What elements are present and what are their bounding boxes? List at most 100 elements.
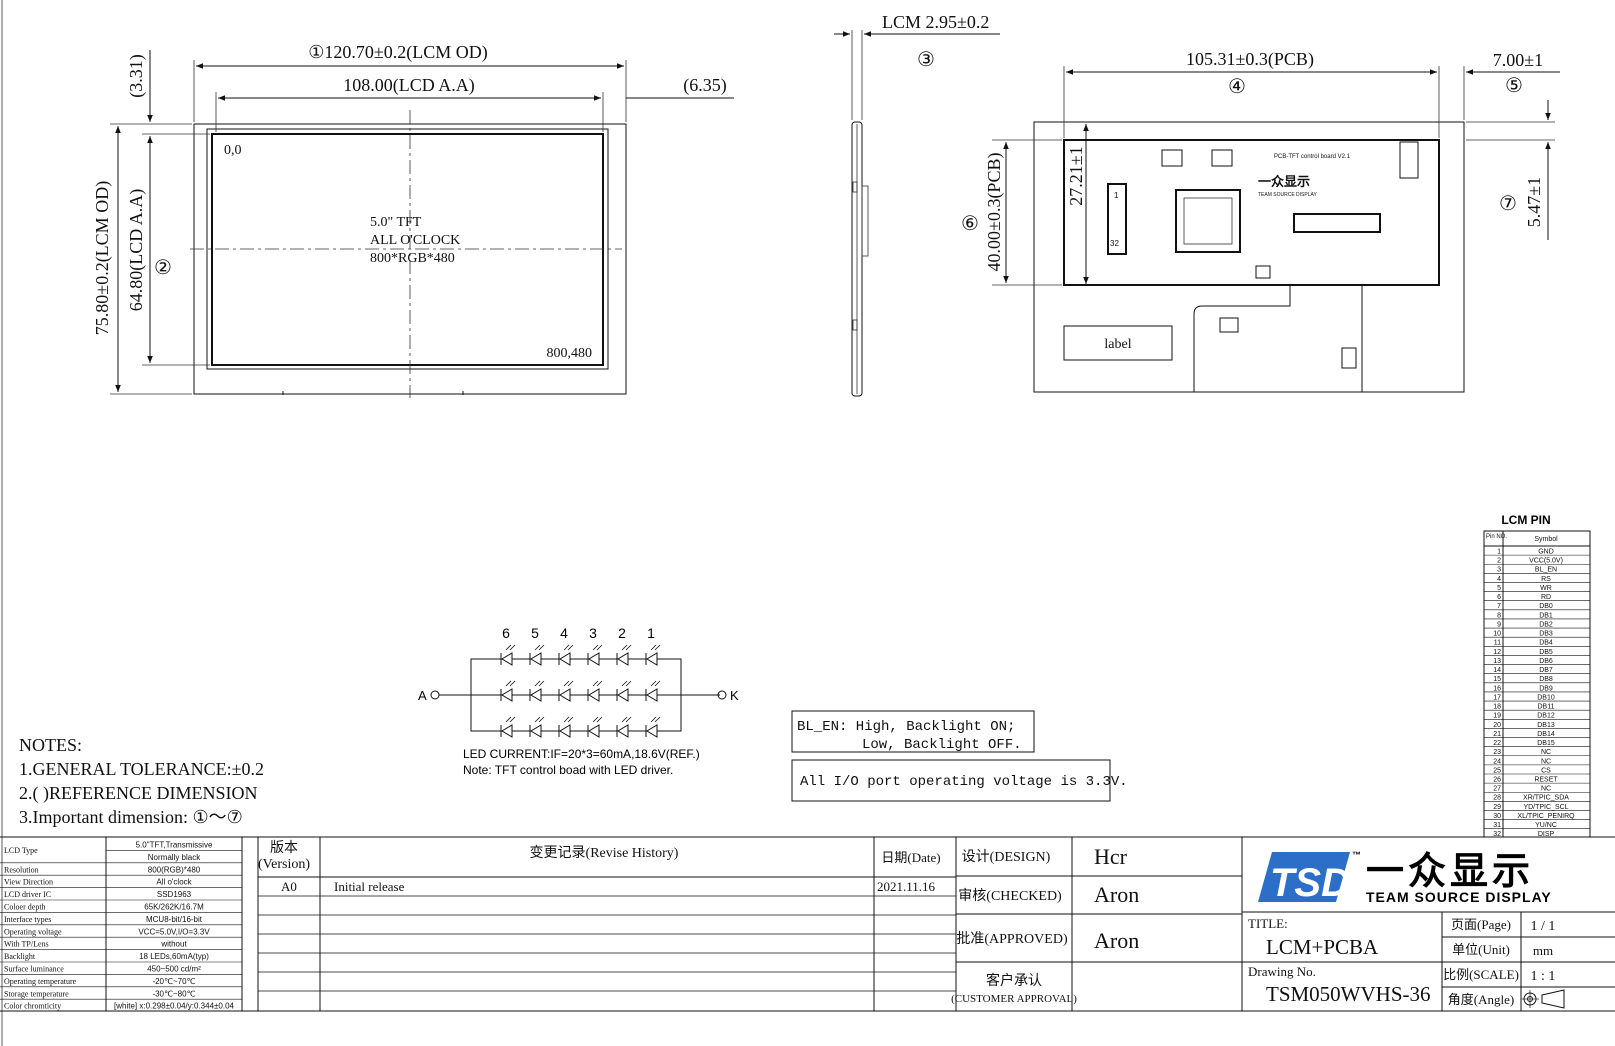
pin-header-no: Pin NO. xyxy=(1486,534,1507,540)
anode-label: A xyxy=(418,688,427,703)
pin-symbol: DB7 xyxy=(1539,667,1553,674)
marker-4: ④ xyxy=(1228,76,1246,98)
pin-symbol: DB1 xyxy=(1539,612,1553,619)
spec-value: without xyxy=(160,940,187,949)
pin-number: 2 xyxy=(1497,558,1501,565)
pin-number: 1 xyxy=(1497,549,1501,556)
spec-value: 18 LEDs,60mA(typ) xyxy=(139,952,209,961)
marker-6: ⑥ xyxy=(961,213,979,235)
pin-symbol: XR/TPIC_SDA xyxy=(1523,795,1569,802)
rev-history-header: 变更记录(Revise History) xyxy=(530,845,679,861)
led-diode xyxy=(529,644,545,666)
pin-number: 22 xyxy=(1493,740,1501,747)
page-value: 1 / 1 xyxy=(1531,919,1556,934)
spec-value: Normally black xyxy=(148,853,201,862)
spec-value: -30℃~80℃ xyxy=(152,989,195,998)
pin-symbol: NC xyxy=(1541,758,1551,765)
angle-label: 角度(Angle) xyxy=(1448,992,1514,1007)
pin-symbol: VCC(5.0V) xyxy=(1529,558,1563,565)
pin-number: 7 xyxy=(1497,603,1501,610)
spec-label: Interface types xyxy=(4,915,51,924)
pin-number: 18 xyxy=(1493,704,1501,711)
side-view: LCM 2.95±0.2 ③ xyxy=(834,12,1000,397)
spec-value: 65K/262K/16.7M xyxy=(144,903,204,912)
pin-symbol: DB12 xyxy=(1537,713,1555,720)
rev-date-header: 日期(Date) xyxy=(881,850,940,865)
pin-number: 4 xyxy=(1497,576,1501,583)
led-diode xyxy=(616,644,632,666)
pin-symbol: XL/TPIC_PENIRQ xyxy=(1517,813,1575,820)
pin-symbol: DB2 xyxy=(1539,621,1553,628)
spec-label: Backlight xyxy=(4,952,36,961)
pin-number: 15 xyxy=(1493,676,1501,683)
pin-symbol: DB0 xyxy=(1539,603,1553,610)
dim-od-width: ①120.70±0.2(LCM OD) xyxy=(308,42,488,63)
spec-value: -20℃~70℃ xyxy=(152,977,195,986)
pin-symbol: DB5 xyxy=(1539,649,1553,656)
marker-7: ⑦ xyxy=(1499,193,1517,215)
dim-thickness: LCM 2.95±0.2 xyxy=(882,12,989,32)
pcb-outline xyxy=(1063,139,1440,286)
customer-sub: (CUSTOMER APPROVAL) xyxy=(951,993,1077,1005)
led-number: 2 xyxy=(618,625,626,641)
label-box: label xyxy=(1104,337,1131,352)
spec-label: Operating voltage xyxy=(4,927,62,936)
marker-3: ③ xyxy=(917,49,935,71)
scale-value: 1 : 1 xyxy=(1531,969,1556,984)
led-diode xyxy=(500,644,516,666)
cathode-label: K xyxy=(730,688,739,703)
led-diode xyxy=(645,716,661,738)
customer-label: 客户承认 xyxy=(986,972,1042,989)
note-3: 3.Important dimension: ①～⑦ xyxy=(19,807,243,827)
spec-value: VCC=5.0V,I/O=3.3V xyxy=(138,927,210,936)
pin-number: 8 xyxy=(1497,612,1501,619)
spec-value: [white] x:0.298±0.04/y:0.344±0.04 xyxy=(114,1002,235,1011)
pin-number: 14 xyxy=(1493,667,1501,674)
rev-row-date: 2021.11.16 xyxy=(877,879,936,894)
back-outline xyxy=(1033,121,1465,393)
center-line-2: ALL O'CLOCK xyxy=(370,233,460,248)
pin-number: 26 xyxy=(1493,777,1501,784)
marker-2: ② xyxy=(154,257,172,279)
spec-value: 450~500 cd/m² xyxy=(147,965,201,974)
led-diode xyxy=(645,644,661,666)
drawing-value: TSM050WVHS-36 xyxy=(1266,982,1431,1006)
pin-symbol: GND xyxy=(1538,549,1554,556)
board-title: PCB-TFT control board V2.1 xyxy=(1274,154,1351,160)
led-number: 3 xyxy=(589,625,597,641)
pin-number: 12 xyxy=(1493,649,1501,656)
logo-cn: 一众显示 xyxy=(1366,851,1534,893)
led-number: 5 xyxy=(531,625,539,641)
pin-number: 23 xyxy=(1493,749,1501,756)
dim-small: 5.47±1 xyxy=(1524,177,1544,227)
led-note-1: LED CURRENT:IF=20*3=60mA,18.6V(REF.) xyxy=(463,747,700,761)
spec-label: Surface luminance xyxy=(4,965,64,974)
led-diode xyxy=(529,716,545,738)
dim-offset: 7.00±1 xyxy=(1493,50,1543,70)
spec-value: All o'clock xyxy=(156,878,192,887)
tm-mark: ™ xyxy=(1352,850,1361,860)
led-diode xyxy=(500,716,516,738)
pin-symbol: DISP xyxy=(1538,831,1555,838)
design-label: 设计(DESIGN) xyxy=(962,849,1051,865)
dim-ref-left: (3.31) xyxy=(126,54,147,98)
pin-symbol: CS xyxy=(1541,767,1551,774)
corner-label: 800,480 xyxy=(547,346,593,361)
fpc-connector xyxy=(1293,213,1381,233)
spec-label: LCD driver IC xyxy=(4,890,51,899)
title-value: LCM+PCBA xyxy=(1266,935,1379,959)
spec-label: LCD Type xyxy=(4,846,38,855)
board-logo: 一众显示 xyxy=(1258,174,1310,189)
led-diode xyxy=(616,716,632,738)
center-line-3: 800*RGB*480 xyxy=(370,251,455,266)
pin-number: 21 xyxy=(1493,731,1501,738)
note-2: 2.( )REFERENCE DIMENSION xyxy=(19,783,258,804)
pin-connector xyxy=(1107,183,1127,255)
logo-en: TEAM SOURCE DISPLAY xyxy=(1366,889,1552,905)
pin-symbol: DB3 xyxy=(1539,631,1553,638)
led-number: 4 xyxy=(560,625,568,641)
approved-label: 批准(APPROVED) xyxy=(956,931,1068,947)
spec-value: 5.0"TFT,Transmissive xyxy=(136,841,213,850)
